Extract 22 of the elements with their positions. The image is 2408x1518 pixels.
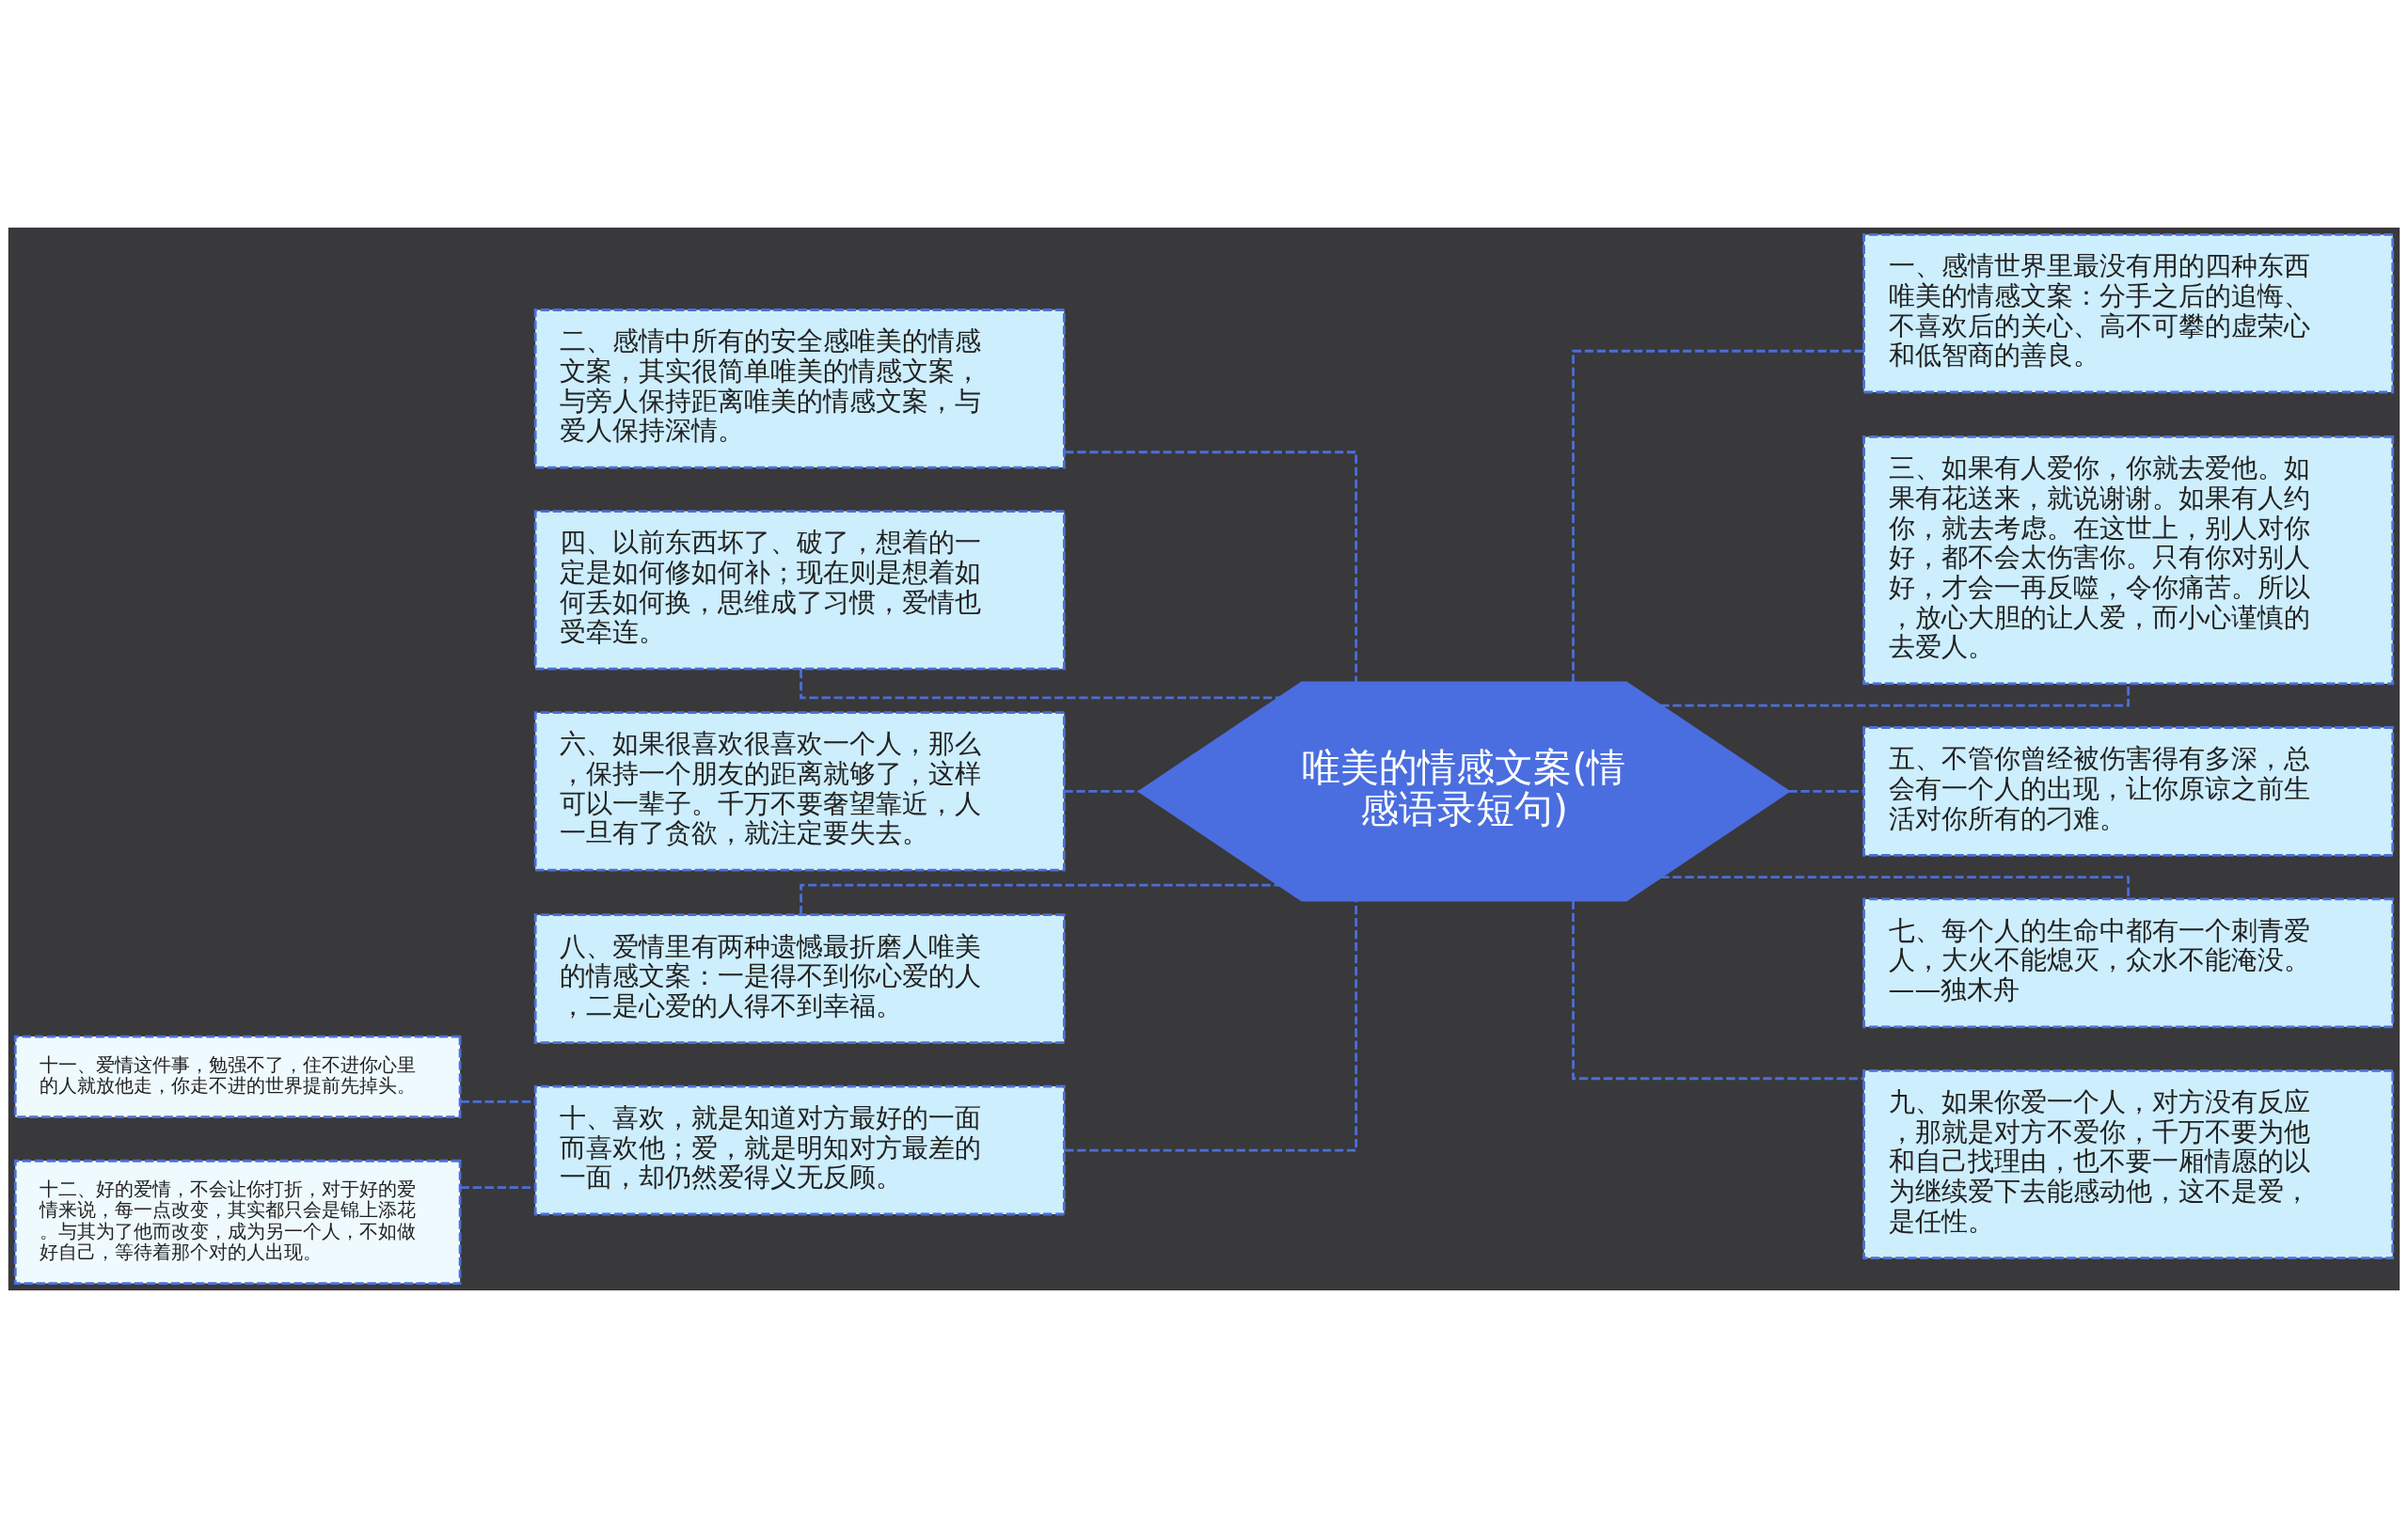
node-box: 一、感情世界里最没有用的四种东西唯美的情感文案：分手之后的追悔、不喜欢后的关心、高不可攀的虚荣心和低智商的善良。 — [1862, 233, 2395, 394]
connector — [1065, 451, 1358, 683]
node-box: 八、爱情里有两种遗憾最折磨人唯美的情感文案：一是得不到你心爱的人，二是心爱的人得不到幸福。 — [533, 913, 1066, 1044]
node-box: 七、每个人的生命中都有一个刺青爱人，大火不能熄灭，众水不能淹没。——独木舟 — [1862, 897, 2395, 1029]
connector — [1660, 684, 2131, 707]
node-box: 二、感情中所有的安全感唯美的情感文案，其实很简单唯美的情感文案，与旁人保持距离唯美的情感文案，与爱人保持深情。 — [533, 308, 1066, 469]
connector — [1572, 900, 1864, 1081]
node-box: 四、以前东西坏了、破了，想着的一定是如何修如何补；现在则是想着如何丢如何换，思维成了习惯，爱情也受牵连。 — [533, 510, 1066, 671]
connector — [1660, 876, 2131, 899]
node-box: 三、如果有人爱你，你就去爱他。如果有花送来，就说谢谢。如果有人约你，就去考虑。在这世上，别人对你好，都不会太伤害你。只有你对别人好，才会一再反噬，令你痛苦。所以，放心大胆的让人爱，而小心谨慎的去爱人。 — [1862, 435, 2395, 686]
node-box: 九、如果你爱一个人，对方没有反应，那就是对方不爱你，千万不要为他和自己找理由，也不要一厢情愿的以为继续爱下去能感动他，这不是爱，是任性。 — [1862, 1068, 2395, 1259]
node-box: 六、如果很喜欢很喜欢一个人，那么，保持一个朋友的距离就够了，这样可以一辈子。千万不要奢望靠近，人一旦有了贪欲，就注定要失去。 — [533, 711, 1066, 872]
node-box: 十一、爱情这件事，勉强不了，住不进你心里的人就放他走，你走不进的世界提前先掉头。 — [13, 1035, 462, 1119]
connector — [1065, 899, 1358, 1152]
connector — [460, 1100, 536, 1103]
connector — [1788, 790, 1864, 793]
connector — [1572, 349, 1864, 683]
node-box: 五、不管你曾经被伤害得有多深，总会有一个人的出现，让你原谅之前生活对你所有的刁难。 — [1862, 726, 2395, 857]
connector — [1064, 790, 1140, 793]
node-box: 十二、好的爱情，不会让你打折，对于好的爱情来说，每一点改变，其实都只会是锦上添花。与其为了他而改变，成为另一个人，不如做好自己，等待着那个对的人出现。 — [13, 1159, 462, 1285]
connector — [460, 1186, 536, 1190]
node-box: 十、喜欢，就是知道对方最好的一面而喜欢他；爱，就是明知对方最差的一面，却仍然爱得义无反顾。 — [533, 1084, 1066, 1216]
